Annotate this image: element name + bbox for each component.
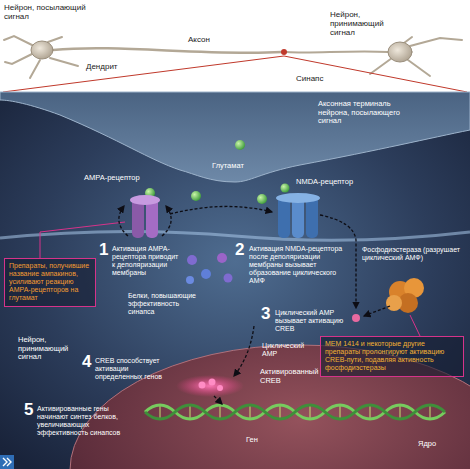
part-label: AMPA-рецептор (84, 174, 156, 183)
camp-molecule (352, 314, 360, 322)
leader-lines (40, 222, 420, 336)
step-text: Циклический AMP вызывает активацию CREB (275, 309, 347, 333)
part-label: Ядро (418, 440, 458, 449)
neuron-label: Нейрон, принимающий сигнал (330, 10, 402, 38)
panel-background (0, 92, 470, 469)
nmda-receptor (276, 193, 320, 238)
part-label: Циклический AMP (262, 342, 318, 358)
synapse-proteins (186, 253, 233, 284)
part-label: Аксон (188, 35, 228, 44)
neuron-overview (4, 36, 462, 78)
neuron-label: Нейрон, посылающий сигнал (4, 3, 88, 21)
dna-helix (145, 405, 445, 419)
part-label: Глутамат (212, 162, 262, 171)
phosphodiesterase (386, 278, 424, 313)
callout-number: 5 (24, 401, 38, 418)
glutamate (145, 140, 290, 204)
part-label: Нейрон, принимающий сигнал (18, 336, 90, 362)
callout-number: 1 (99, 241, 113, 258)
corner-icon (0, 455, 14, 469)
drug-note-box: MEM 1414 и некоторые другие препараты пр… (320, 336, 464, 377)
part-label: Аксонная терминаль нейрона, посылающего … (318, 100, 422, 126)
axon-terminal (0, 92, 470, 182)
part-label: Белки, повышающие эффективность синапса (128, 292, 206, 316)
callout-number: 3 (261, 305, 275, 322)
step-text: Активированные гены начинают синтез белк… (37, 405, 135, 437)
part-label: Дендрит (86, 62, 136, 71)
step-text: Активация AMPA-рецептора приводит к депо… (112, 245, 182, 277)
zoom-lines (3, 56, 467, 92)
drug-note-box: Препараты, получившие название ампакинов… (4, 258, 96, 307)
synapse-mark (281, 49, 287, 55)
callout-number: 2 (235, 241, 249, 258)
part-label: Синапс (296, 74, 346, 83)
creb-molecule (199, 379, 224, 392)
note-text: MEM 1414 и некоторые другие препараты пр… (325, 340, 459, 372)
callout-number: 4 (82, 353, 96, 370)
part-label: Фосфодиэстераза (разрушает циклический А… (362, 246, 462, 262)
part-label: NMDA-рецептор (296, 178, 368, 187)
step-text: Активация NMDA-рецептора после деполяриз… (249, 245, 349, 285)
part-label: Ген (246, 436, 276, 445)
membrane (0, 231, 470, 240)
activated-creb (176, 375, 244, 397)
note-text: Препараты, получившие название ампакинов… (9, 262, 91, 302)
step-text: CREB способствует активации определенных… (95, 357, 173, 381)
ampa-receptor (130, 195, 160, 238)
